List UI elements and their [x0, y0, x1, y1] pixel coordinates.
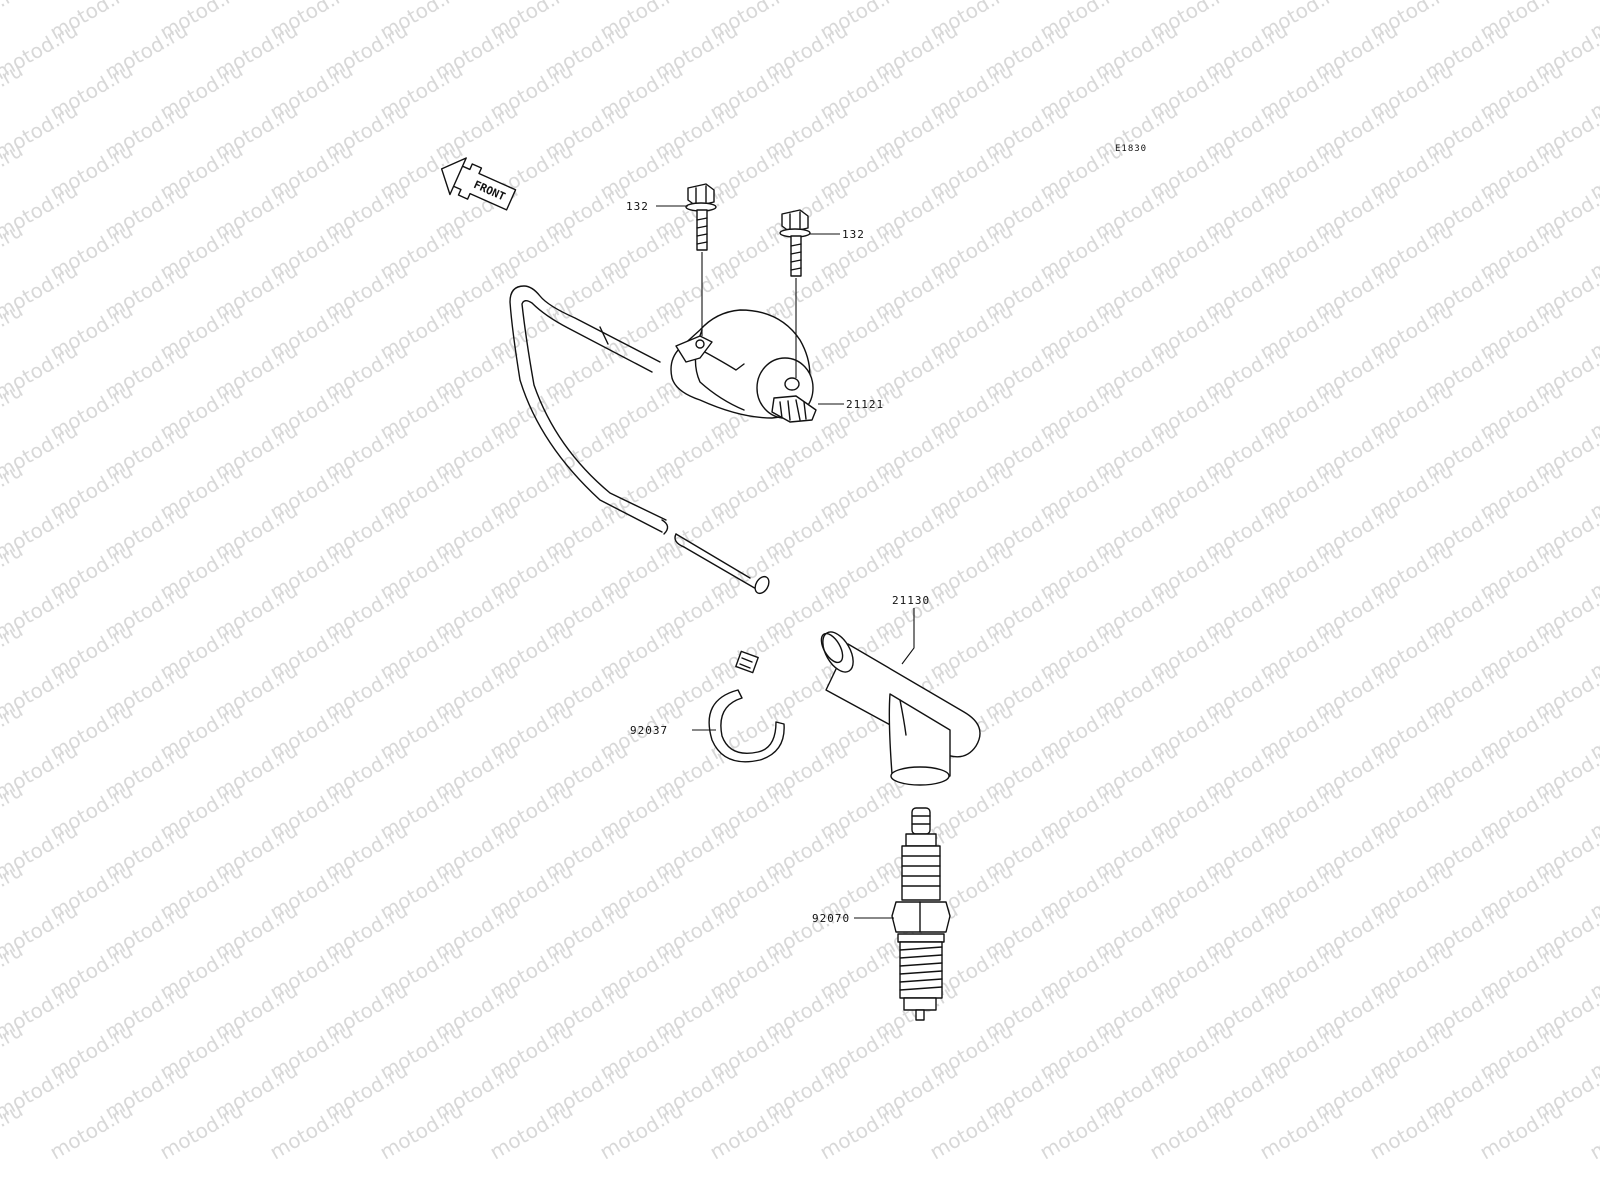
front-arrow-icon: FRONT — [440, 157, 517, 211]
bolt-left — [685, 183, 717, 336]
callout-spark-plug: 92070 — [812, 912, 850, 925]
callout-clamp: 92037 — [630, 724, 668, 737]
callout-bolt-right: 132 — [842, 228, 865, 241]
leader-plug-cap — [901, 608, 915, 665]
spark-plug-cap — [820, 631, 981, 786]
bolt-right — [779, 209, 811, 378]
callout-plug-cap: 21130 — [892, 594, 930, 607]
callout-ignition-coil: 21121 — [846, 398, 884, 411]
high-tension-lead — [509, 285, 770, 595]
callout-bolt-left: 132 — [626, 200, 649, 213]
lead-clamp — [708, 650, 785, 763]
ignition-coil — [670, 309, 817, 423]
spark-plug — [891, 807, 951, 1021]
diagram-code: E1830 — [1115, 144, 1147, 154]
